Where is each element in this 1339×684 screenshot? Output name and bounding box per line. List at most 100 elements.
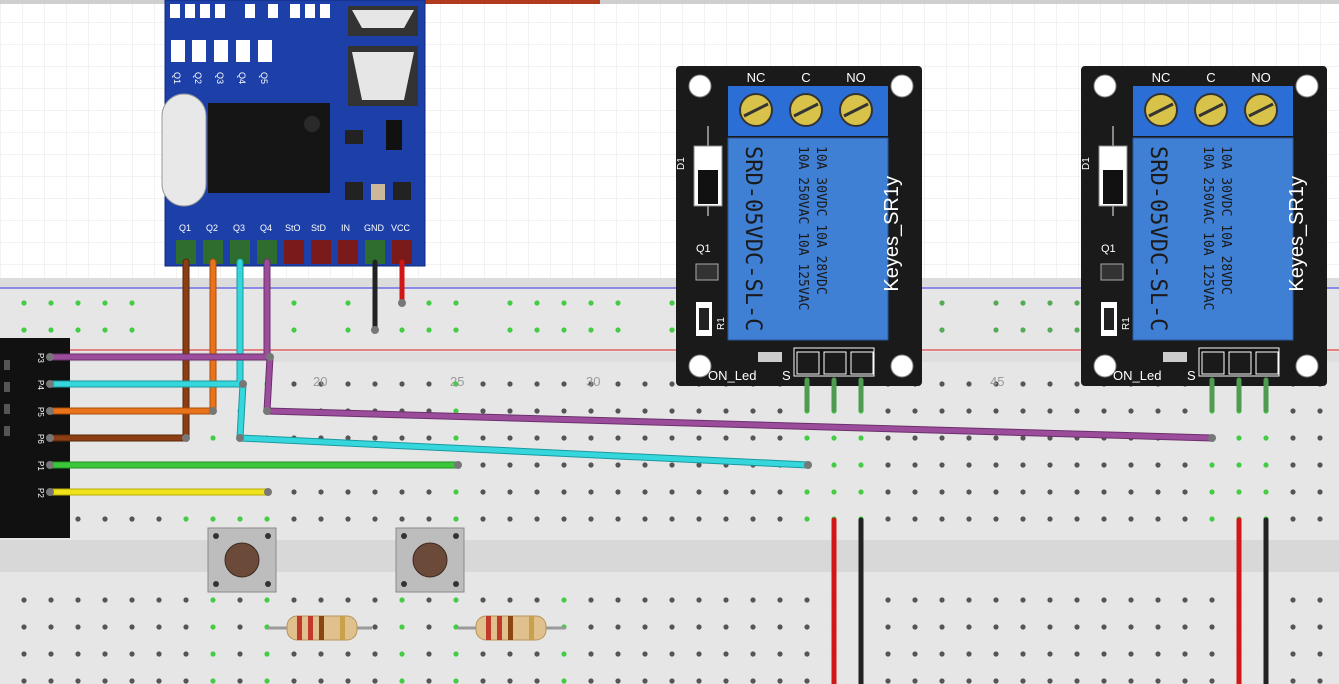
breadboard-hole	[615, 435, 621, 441]
breadboard-hole	[696, 516, 702, 522]
diode-band	[1103, 170, 1123, 204]
breadboard-hole	[480, 408, 486, 414]
breadboard-hole	[1074, 408, 1080, 414]
breadboard-hole	[75, 327, 81, 333]
pin-label-std: StD	[311, 223, 327, 233]
breadboard-hole	[561, 489, 567, 495]
breadboard-hole	[399, 651, 405, 657]
breadboard-hole	[642, 435, 648, 441]
breadboard-hole	[1317, 678, 1323, 684]
breadboard-hole	[1101, 516, 1107, 522]
breadboard-hole	[480, 516, 486, 522]
breadboard-hole	[345, 597, 351, 603]
breadboard-hole	[1047, 300, 1053, 306]
relay-body	[1132, 137, 1294, 341]
breadboard-hole	[615, 516, 621, 522]
breadboard-hole	[318, 489, 324, 495]
breadboard-hole	[642, 381, 648, 387]
screw-slot	[743, 102, 769, 118]
mount-hole	[688, 74, 712, 98]
breadboard-hole	[1182, 678, 1188, 684]
breadboard-hole	[615, 327, 621, 333]
screw-slot	[793, 102, 819, 118]
breadboard-hole	[804, 678, 810, 684]
breadboard-hole	[102, 300, 108, 306]
breadboard-hole	[534, 678, 540, 684]
breadboard-hole	[696, 624, 702, 630]
breadboard-hole	[1317, 516, 1323, 522]
breadboard-hole	[399, 381, 405, 387]
breadboard-hole	[48, 327, 54, 333]
breadboard-hole	[696, 489, 702, 495]
relay-header-pin	[1228, 351, 1252, 375]
breadboard-hole	[939, 678, 945, 684]
breadboard-hole	[750, 516, 756, 522]
ic-chip	[208, 103, 330, 193]
breadboard-hole	[345, 300, 351, 306]
breadboard-hole	[588, 516, 594, 522]
breadboard-hole	[21, 678, 27, 684]
relay-1-legs	[804, 377, 864, 413]
breadboard-hole	[588, 462, 594, 468]
breadboard-hole	[561, 327, 567, 333]
resistor-2	[458, 615, 565, 641]
breadboard-hole	[507, 300, 513, 306]
breadboard-hole	[129, 300, 135, 306]
breadboard-hole	[1128, 651, 1134, 657]
breadboard-hole	[831, 435, 837, 441]
breadboard-hole	[129, 678, 135, 684]
breadboard-hole	[102, 516, 108, 522]
diode-label: D1	[676, 157, 687, 170]
breadboard-hole	[912, 489, 918, 495]
breadboard-hole	[966, 516, 972, 522]
signal-label: S	[1187, 368, 1196, 383]
breadboard-hole	[318, 651, 324, 657]
breadboard-hole	[669, 624, 675, 630]
breadboard-hole	[993, 462, 999, 468]
breadboard-hole	[1263, 489, 1269, 495]
mount-hole	[1295, 74, 1319, 98]
breadboard-hole	[939, 381, 945, 387]
breadboard-hole	[453, 624, 459, 630]
breadboard-hole	[1047, 489, 1053, 495]
breadboard-hole	[669, 300, 675, 306]
breadboard-hole	[102, 327, 108, 333]
breadboard-hole	[426, 597, 432, 603]
breadboard-hole	[534, 516, 540, 522]
relay-header-pin	[1201, 351, 1225, 375]
breadboard-hole	[939, 651, 945, 657]
breadboard-hole	[48, 651, 54, 657]
breadboard-hole	[966, 408, 972, 414]
breadboard-hole	[885, 651, 891, 657]
breadboard-hole	[1128, 597, 1134, 603]
breadboard-hole	[1101, 651, 1107, 657]
breadboard-hole	[1155, 489, 1161, 495]
breadboard-hole	[1128, 462, 1134, 468]
breadboard-hole	[1047, 381, 1053, 387]
breadboard-hole	[939, 516, 945, 522]
breadboard-hole	[21, 651, 27, 657]
breadboard-hole	[1074, 462, 1080, 468]
module-ports	[345, 6, 418, 200]
breadboard-hole	[669, 381, 675, 387]
breadboard-hole	[588, 408, 594, 414]
center-channel	[0, 540, 1339, 572]
breadboard-hole	[804, 516, 810, 522]
breadboard-hole	[426, 678, 432, 684]
breadboard-hole	[993, 435, 999, 441]
breadboard-hole	[372, 597, 378, 603]
breadboard-hole	[156, 516, 162, 522]
terminal-label: NC	[1152, 70, 1171, 85]
breadboard-hole	[1209, 597, 1215, 603]
breadboard-hole	[750, 597, 756, 603]
diode-band	[698, 170, 718, 204]
breadboard-hole	[1182, 624, 1188, 630]
breadboard-hole	[642, 624, 648, 630]
top-edge	[0, 0, 1339, 4]
breadboard-hole	[1290, 597, 1296, 603]
breadboard-hole	[1290, 678, 1296, 684]
breadboard-hole	[507, 327, 513, 333]
breadboard-hole	[210, 597, 216, 603]
breadboard-hole	[1290, 651, 1296, 657]
